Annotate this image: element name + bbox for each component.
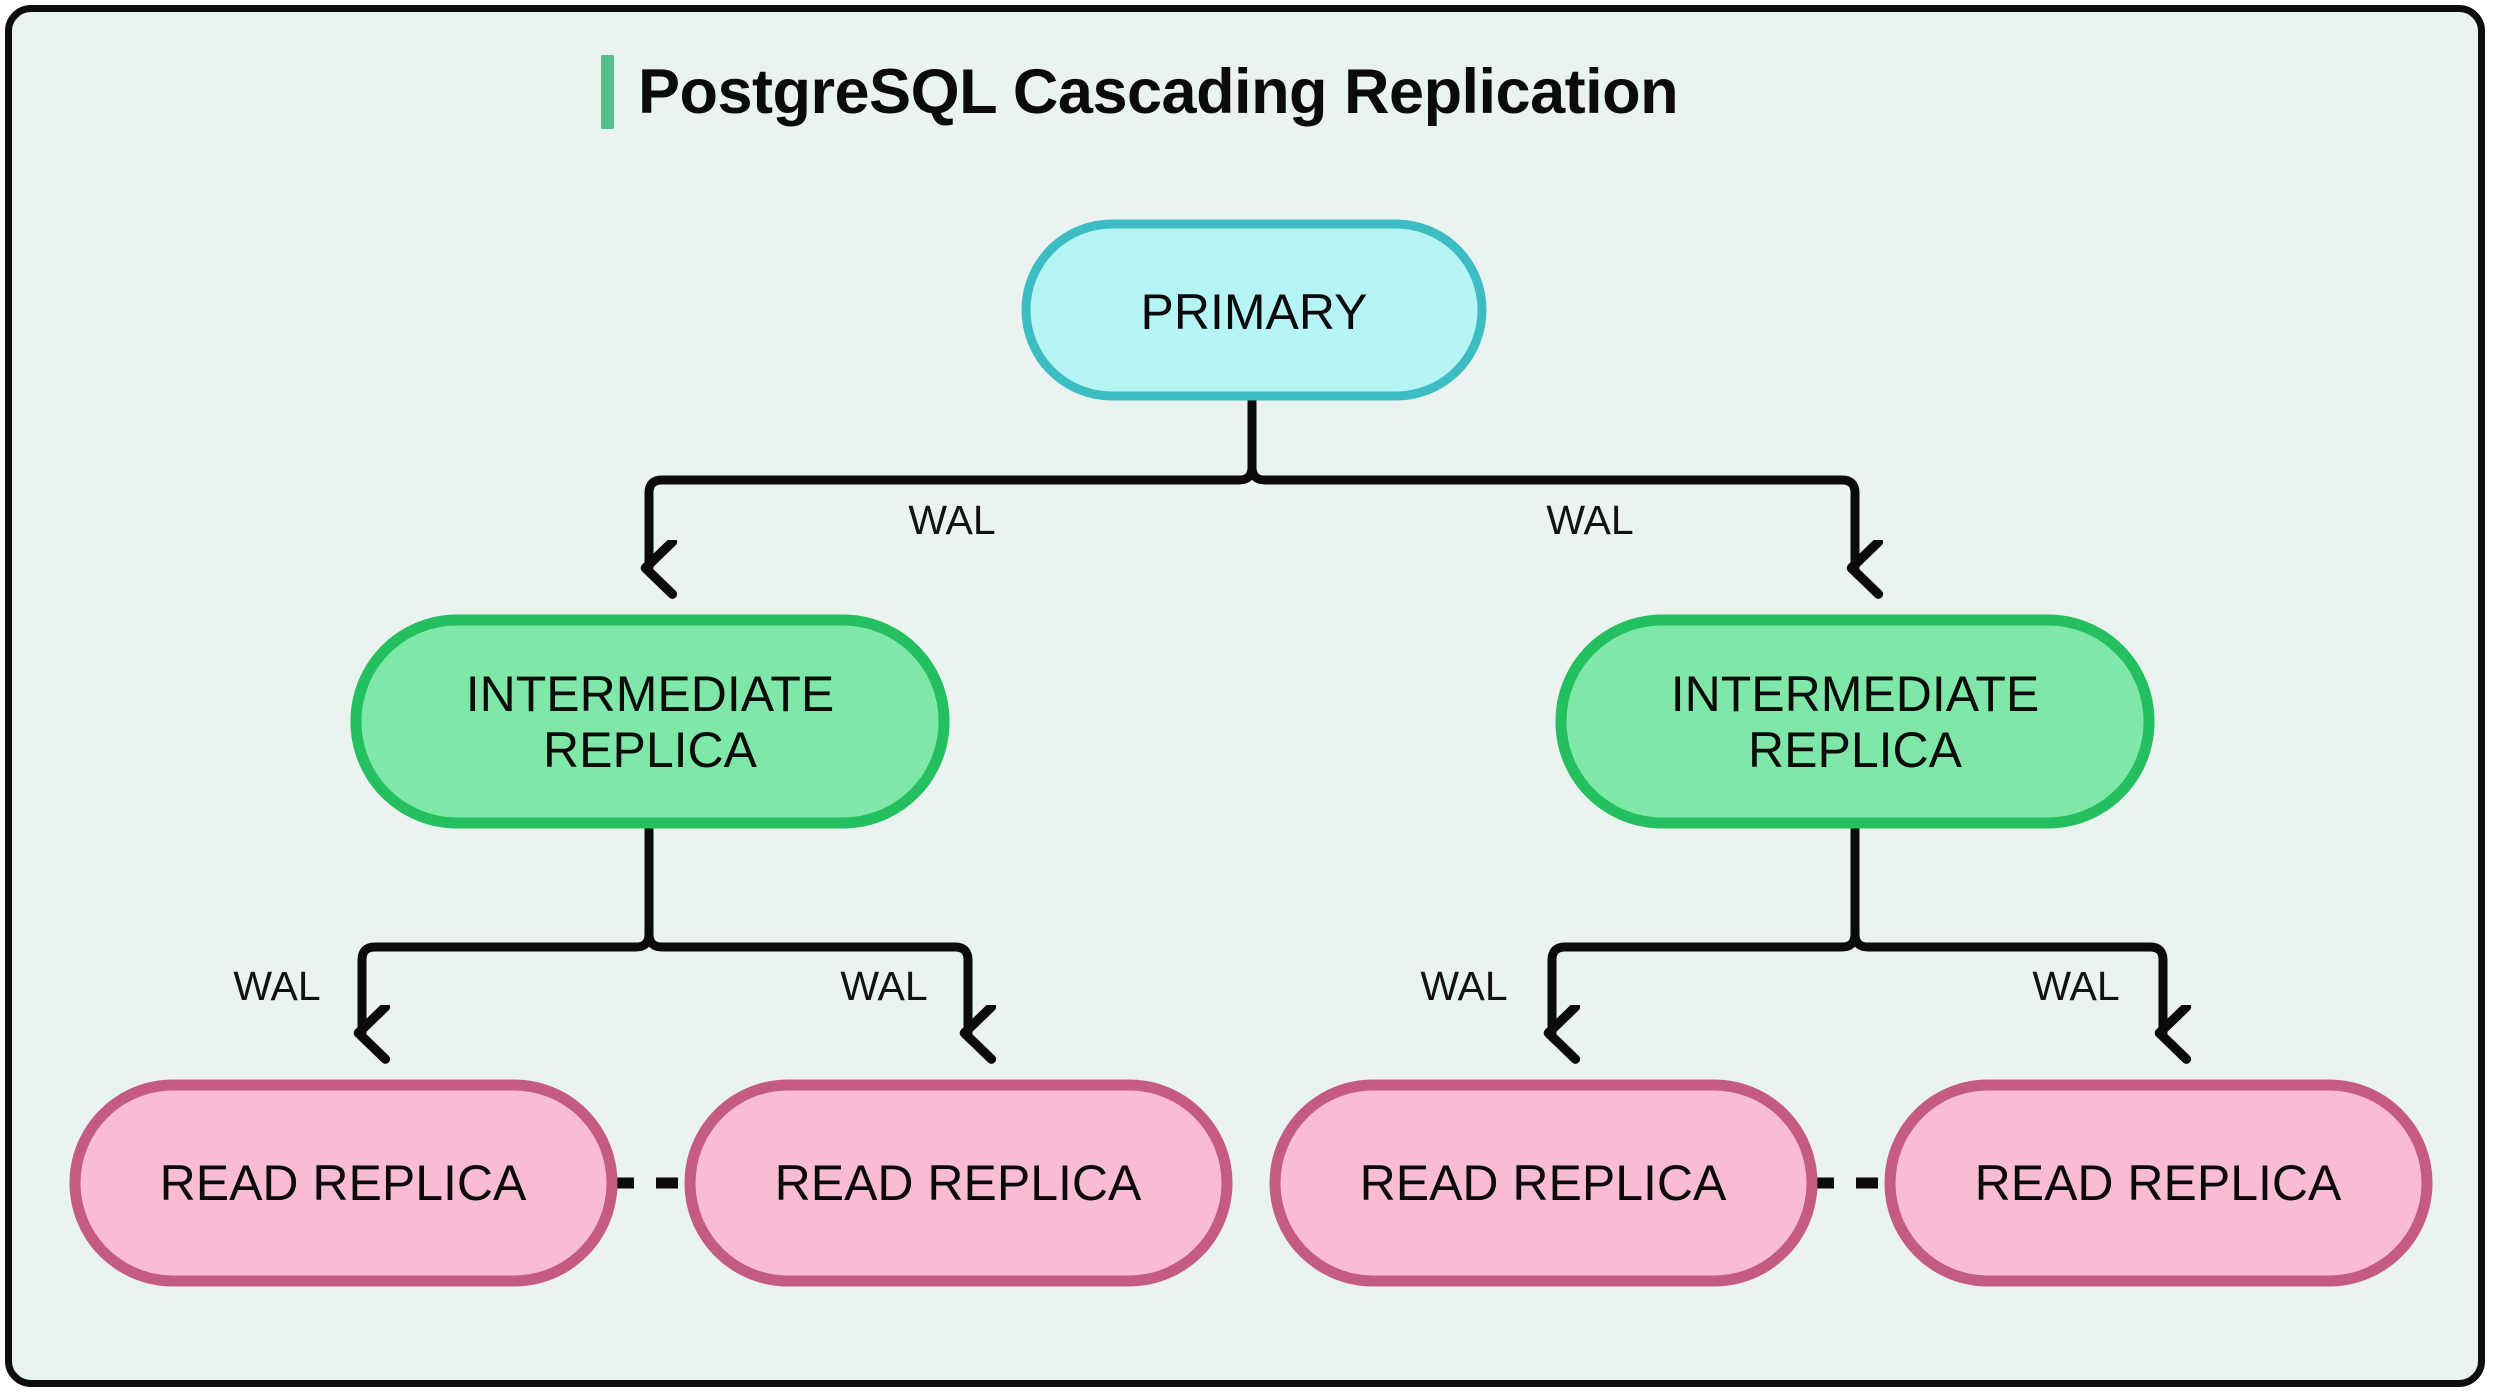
connector-line [644, 818, 968, 1033]
node-primary-label: PRIMARY [1141, 284, 1368, 340]
node-read-replica-1[interactable]: READ REPLICA [69, 1079, 618, 1287]
connector-line [362, 818, 654, 1033]
node-intermediate-right-label-line1: INTERMEDIATE [1671, 666, 2040, 722]
edge-label-wal: WAL [1420, 963, 1507, 1009]
node-primary[interactable]: PRIMARY [1021, 219, 1487, 401]
connector-line [1247, 391, 1855, 568]
node-read-replica-2-label: READ REPLICA [775, 1155, 1142, 1211]
node-primary-shape [1021, 219, 1487, 401]
edge-label-wal: WAL [233, 963, 320, 1009]
connector-line [1552, 818, 1860, 1033]
title-accent-bar [601, 55, 614, 129]
edge-label-wal: WAL [840, 963, 927, 1009]
node-read-replica-1-shape [69, 1079, 618, 1287]
node-intermediate-left-label-line2: REPLICA [543, 722, 758, 778]
diagram-canvas: PostgreSQL Cascading Replication WAL WAL… [5, 5, 2485, 1387]
edge-intermediate-left-to-read-replica-2: WAL [644, 818, 968, 1033]
node-intermediate-left-shape [350, 614, 950, 829]
replication-topology-diagram: WAL WAL WAL WAL WAL WAL P [69, 219, 2433, 1287]
node-read-replica-3[interactable]: READ REPLICA [1269, 1079, 1818, 1287]
node-intermediate-left-label-line1: INTERMEDIATE [466, 666, 835, 722]
edge-intermediate-left-to-read-replica-1: WAL [233, 818, 654, 1033]
node-read-replica-1-label: READ REPLICA [160, 1155, 527, 1211]
node-read-replica-2[interactable]: READ REPLICA [684, 1079, 1233, 1287]
page-title: PostgreSQL Cascading Replication [601, 48, 1679, 136]
node-read-replica-4[interactable]: READ REPLICA [1884, 1079, 2433, 1287]
node-read-replica-4-shape [1884, 1079, 2433, 1287]
edge-intermediate-right-to-read-replica-3: WAL [1420, 818, 1860, 1033]
page-title-text: PostgreSQL Cascading Replication [638, 56, 1679, 127]
node-read-replica-4-label: READ REPLICA [1975, 1155, 2342, 1211]
node-read-replica-3-label: READ REPLICA [1360, 1155, 1727, 1211]
edge-label-wal: WAL [2032, 963, 2119, 1009]
edge-intermediate-right-to-read-replica-4: WAL [1850, 818, 2163, 1033]
edge-label-wal: WAL [1546, 497, 1633, 543]
node-read-replica-2-shape [684, 1079, 1233, 1287]
node-intermediate-right[interactable]: INTERMEDIATE REPLICA [1555, 614, 2155, 829]
edge-primary-to-intermediate-left: WAL [649, 391, 1257, 568]
node-read-replica-3-shape [1269, 1079, 1818, 1287]
node-intermediate-right-label-line2: REPLICA [1748, 722, 1963, 778]
node-intermediate-left[interactable]: INTERMEDIATE REPLICA [350, 614, 950, 829]
connector-line [1850, 818, 2163, 1033]
edge-label-wal: WAL [908, 497, 995, 543]
edge-primary-to-intermediate-right: WAL [1247, 391, 1855, 568]
node-intermediate-right-shape [1555, 614, 2155, 829]
